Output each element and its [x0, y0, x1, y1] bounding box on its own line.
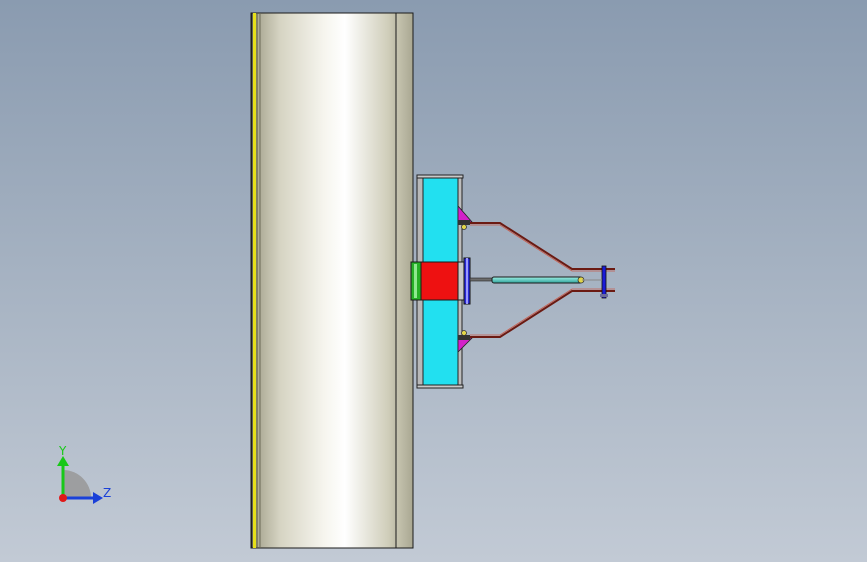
clevis-near[interactable]: [463, 257, 493, 305]
y-axis-label: Y: [58, 444, 67, 458]
end-pin[interactable]: [582, 265, 608, 299]
z-axis-label: Z: [103, 486, 111, 500]
column-stripe: [253, 13, 256, 548]
column-body[interactable]: [250, 12, 414, 549]
center-block[interactable]: [410, 261, 465, 301]
support-arms[interactable]: [470, 222, 615, 338]
bolt-top[interactable]: [458, 220, 470, 230]
triad-quadrant: [63, 470, 91, 498]
x-axis-dot: [59, 494, 67, 502]
weld-gusset-top: [457, 204, 473, 223]
weld-gusset-bottom: [457, 337, 473, 353]
bolt-bottom[interactable]: [458, 330, 470, 341]
cylinder-rod[interactable]: [491, 276, 585, 284]
coordinate-triad: Y Z: [57, 444, 111, 504]
